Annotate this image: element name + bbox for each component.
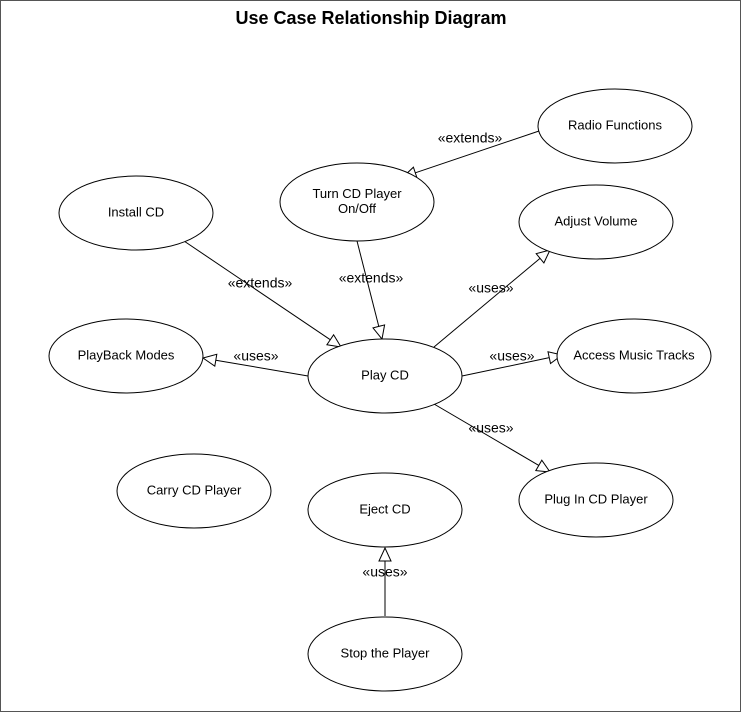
relationship-label: «uses» [362, 564, 407, 580]
use-case-stop: Stop the Player [307, 616, 463, 692]
use-case-ellipse [307, 338, 463, 414]
use-case-label: Carry CD Player [147, 482, 242, 497]
use-case-ellipse [58, 175, 214, 251]
use-case-ellipse [279, 162, 435, 242]
relationship-label: «uses» [468, 280, 513, 296]
use-case-label: Install CD [108, 204, 164, 219]
relationship-labels-layer: «extends» «extends» «extends» «uses» «uses» «… [228, 130, 535, 580]
relationship-line [433, 257, 541, 348]
use-case-ellipse [556, 318, 712, 394]
use-case-ellipse [518, 462, 674, 538]
relationship-label: «extends» [438, 130, 503, 146]
use-case-label: Turn CD Player [312, 186, 402, 201]
use-case-label: On/Off [338, 201, 376, 216]
use-case-ellipse [116, 453, 272, 529]
use-case-label: Eject CD [359, 501, 410, 516]
use-case-label: Radio Functions [568, 117, 662, 132]
arrowhead-icon [534, 459, 552, 473]
use-case-carry: Carry CD Player [116, 453, 272, 529]
relationship-stop-to-eject [378, 546, 392, 616]
relationship-play-to-plug [433, 403, 552, 473]
relationship-line [215, 359, 309, 377]
use-case-ellipse [48, 318, 204, 394]
relationship-line [356, 240, 380, 327]
use-case-plug: Plug In CD Player [518, 462, 674, 538]
use-case-label: Adjust Volume [554, 213, 637, 228]
relationship-label: «extends» [228, 275, 293, 291]
use-case-play: Play CD [307, 338, 463, 414]
use-case-ellipse [307, 616, 463, 692]
arrowhead-icon [372, 324, 386, 341]
arrowhead-icon [378, 546, 392, 562]
relationship-install-to-play [183, 240, 342, 348]
relationship-label: «uses» [468, 420, 513, 436]
use-case-ellipse [307, 472, 463, 548]
use-case-eject: Eject CD [307, 472, 463, 548]
use-case-install: Install CD [58, 175, 214, 251]
use-case-radio: Radio Functions [537, 88, 693, 164]
use-case-label: PlayBack Modes [78, 347, 175, 362]
relationship-play-to-adjust [433, 249, 551, 348]
arrowhead-icon [201, 353, 218, 367]
diagram-title: Use Case Relationship Diagram [235, 8, 506, 28]
relationship-play-to-playback [201, 353, 309, 377]
relationship-label: «uses» [233, 348, 278, 364]
relationships-layer [183, 129, 564, 616]
use-case-label: Play CD [361, 367, 409, 382]
use-case-label: Plug In CD Player [544, 491, 648, 506]
use-case-playback: PlayBack Modes [48, 318, 204, 394]
arrowhead-icon [326, 333, 342, 348]
relationship-label: «uses» [489, 348, 534, 364]
use-case-ellipse [518, 184, 674, 260]
relationship-line [461, 357, 550, 377]
use-case-label: Stop the Player [341, 645, 431, 660]
use-case-access: Access Music Tracks [556, 318, 712, 394]
use-case-label: Access Music Tracks [573, 347, 695, 362]
use-case-adjust: Adjust Volume [518, 184, 674, 260]
relationship-line [433, 403, 540, 466]
relationship-line [183, 240, 331, 341]
relationship-label: «extends» [339, 270, 404, 286]
use-case-ellipse [537, 88, 693, 164]
relationship-turn-to-play [356, 240, 386, 341]
relationship-line [415, 129, 543, 174]
arrowhead-icon [535, 249, 551, 264]
